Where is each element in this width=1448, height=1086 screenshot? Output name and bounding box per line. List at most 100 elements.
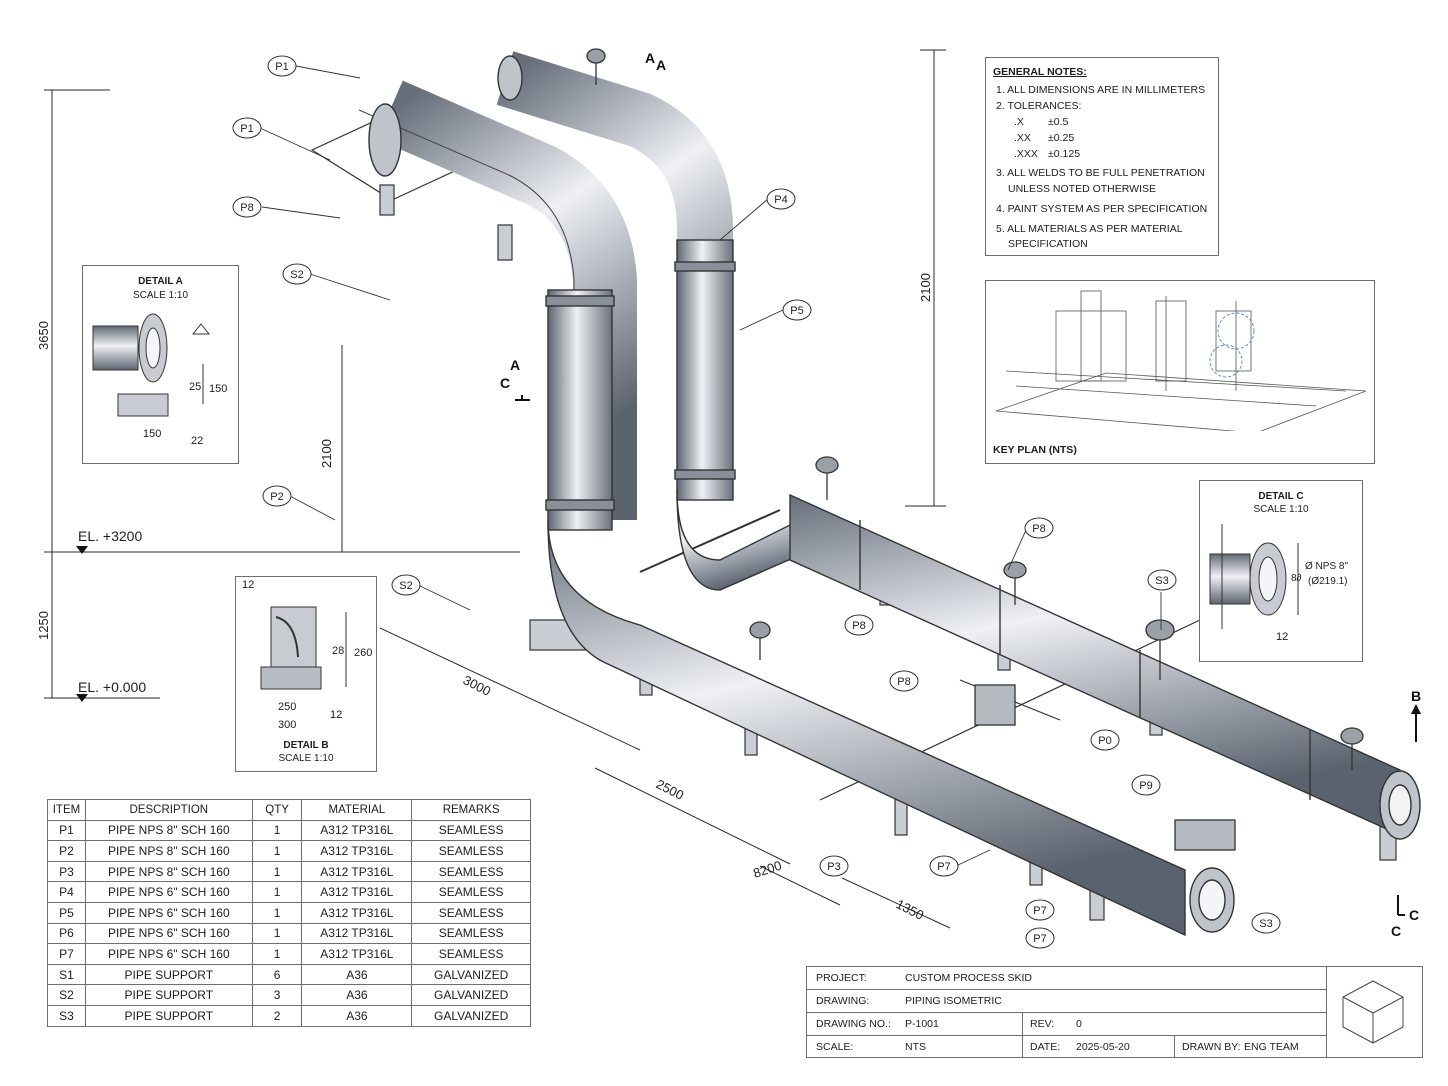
elevation-top: EL. +3200	[78, 528, 142, 544]
dim-1250: 1250	[36, 611, 51, 640]
bom-cell: SEAMLESS	[411, 901, 531, 924]
tol-x: .X	[1014, 116, 1024, 128]
note-3: 3. ALL WELDS TO BE FULL PENETRATION	[996, 167, 1205, 179]
detail-c-od: (Ø219.1)	[1308, 576, 1348, 587]
detail-b-panel: 12 260 250 300 12 28 DETAIL B SCALE 1:10	[235, 576, 377, 772]
bom-cell: PIPE SUPPORT	[84, 963, 253, 986]
bom-cell: PIPE NPS 6" SCH 160	[84, 881, 253, 903]
date-label: DATE:	[1030, 1041, 1061, 1053]
note-5-cont: SPECIFICATION	[1008, 238, 1088, 250]
dim-2100-left: 2100	[319, 439, 334, 468]
callout-6: P2	[270, 491, 283, 503]
bom-cell: PIPE NPS 6" SCH 160	[84, 943, 253, 965]
detail-b-sketch	[260, 606, 347, 690]
section-mark-b: B	[1411, 688, 1421, 704]
detail-c-panel: DETAIL C SCALE 1:10 Ø NPS 8" (Ø219.1) 12…	[1199, 480, 1363, 662]
section-marks: A A A C B C C	[500, 50, 1421, 939]
bom-cell: A312 TP316L	[301, 901, 413, 924]
general-notes-panel: GENERAL NOTES: 1. ALL DIMENSIONS ARE IN …	[985, 57, 1219, 256]
detail-c-nps: Ø NPS 8"	[1305, 561, 1349, 572]
key-plan-caption: KEY PLAN (NTS)	[993, 444, 1077, 456]
bom-cell: P4	[47, 881, 86, 903]
dim-8200: 8200	[751, 858, 783, 881]
bom-header-item: ITEM	[47, 799, 86, 821]
bom-cell: 1	[251, 881, 303, 903]
detail-b-scale: SCALE 1:10	[278, 753, 334, 764]
callout-bubbles	[232, 55, 1281, 949]
detail-a-title: DETAIL A	[138, 276, 183, 287]
callout-8: P8	[1032, 523, 1045, 535]
detail-b-dim-5: 12	[330, 709, 343, 721]
detail-a-dim-1: 150	[143, 428, 162, 440]
title-block-row-project: PROJECT: CUSTOM PROCESS SKID	[807, 967, 1326, 990]
dim-1350: 1350	[894, 896, 927, 922]
detail-a-dim-4: 25	[189, 381, 202, 393]
bom-cell: A312 TP316L	[301, 881, 413, 903]
project-label: PROJECT:	[816, 972, 867, 984]
tol-xx-value: ±0.25	[1048, 132, 1075, 144]
detail-c-title: DETAIL C	[1258, 491, 1304, 502]
section-mark-c1: C	[500, 375, 510, 391]
callout-15: P9	[1139, 780, 1152, 792]
general-notes-title: GENERAL NOTES:	[993, 66, 1087, 78]
tol-xxx-value: ±0.125	[1048, 148, 1081, 160]
bom-cell: A312 TP316L	[301, 860, 413, 883]
elevation-labels: EL. +3200 EL. +0.000	[78, 528, 146, 695]
detail-c-dim-4: 8∂	[1291, 573, 1302, 584]
bom-cell: P6	[47, 922, 86, 945]
bom-cell: S3	[47, 1004, 86, 1027]
scale-label: SCALE:	[816, 1041, 854, 1053]
callout-2: P8	[240, 202, 253, 214]
bom-cell: GALVANIZED	[411, 963, 531, 986]
bom-cell: 1	[251, 840, 303, 862]
bom-header-remarks: REMARKS	[411, 799, 531, 821]
drawing-no-value: P-1001	[905, 1018, 939, 1030]
tol-xx: .XX	[1014, 132, 1031, 144]
bom-cell: 6	[251, 963, 303, 986]
title-block-row-scale: SCALE: NTS DATE: 2025-05-20 DRAWN BY: EN…	[807, 1036, 1326, 1058]
elevation-marker-top	[76, 546, 88, 554]
title-block: PROJECT: CUSTOM PROCESS SKID DRAWING: PI…	[806, 966, 1423, 1058]
elevation-bottom: EL. +0.000	[78, 679, 146, 695]
detail-a-scale: SCALE 1:10	[132, 290, 189, 301]
elevation-marker-bottom	[76, 694, 88, 702]
detail-a-dim-3: 22	[191, 435, 204, 447]
detail-b-dim-1: 12	[242, 579, 255, 591]
bom-header-description: DESCRIPTION	[84, 799, 253, 821]
bom-cell: SEAMLESS	[411, 943, 531, 965]
bom-cell: P2	[47, 840, 86, 862]
elevation-dimensions	[44, 49, 951, 929]
bom-header-qty: QTY	[251, 799, 303, 821]
key-plan-panel: KEY PLAN (NTS)	[985, 280, 1375, 464]
pipe-run-6in	[496, 51, 1421, 840]
bom-cell: PIPE NPS 8" SCH 160	[84, 819, 253, 842]
key-plan-sketch	[995, 290, 1367, 434]
detail-c-dim-12: 12	[1276, 631, 1289, 643]
bom-cell: PIPE NPS 6" SCH 160	[84, 922, 253, 945]
bom-cell: P1	[47, 819, 86, 842]
note-2: 2. TOLERANCES:	[996, 100, 1082, 112]
section-mark-c3: C	[1391, 923, 1401, 939]
bom-cell: SEAMLESS	[411, 881, 531, 903]
callout-1: P1	[240, 123, 253, 135]
callout-9: S3	[1155, 575, 1168, 587]
bill-of-materials-table: ITEM DESCRIPTION QTY MATERIAL REMARKS P1…	[47, 799, 531, 1027]
detail-b-title: DETAIL B	[283, 740, 329, 751]
drawing-value: PIPING ISOMETRIC	[905, 995, 1002, 1007]
bom-cell: SEAMLESS	[411, 922, 531, 945]
bom-cell: S1	[47, 963, 86, 986]
detail-b-dim-4: 300	[278, 719, 297, 731]
bom-header-material: MATERIAL	[301, 799, 413, 821]
note-1: 1. ALL DIMENSIONS ARE IN MILLIMETERS	[996, 84, 1206, 96]
bom-cell: 1	[251, 901, 303, 924]
callout-4: P4	[774, 194, 787, 206]
section-mark-c2: C	[1409, 907, 1419, 923]
dim-2100-right: 2100	[918, 273, 933, 302]
drawing-label: DRAWING:	[816, 995, 870, 1007]
